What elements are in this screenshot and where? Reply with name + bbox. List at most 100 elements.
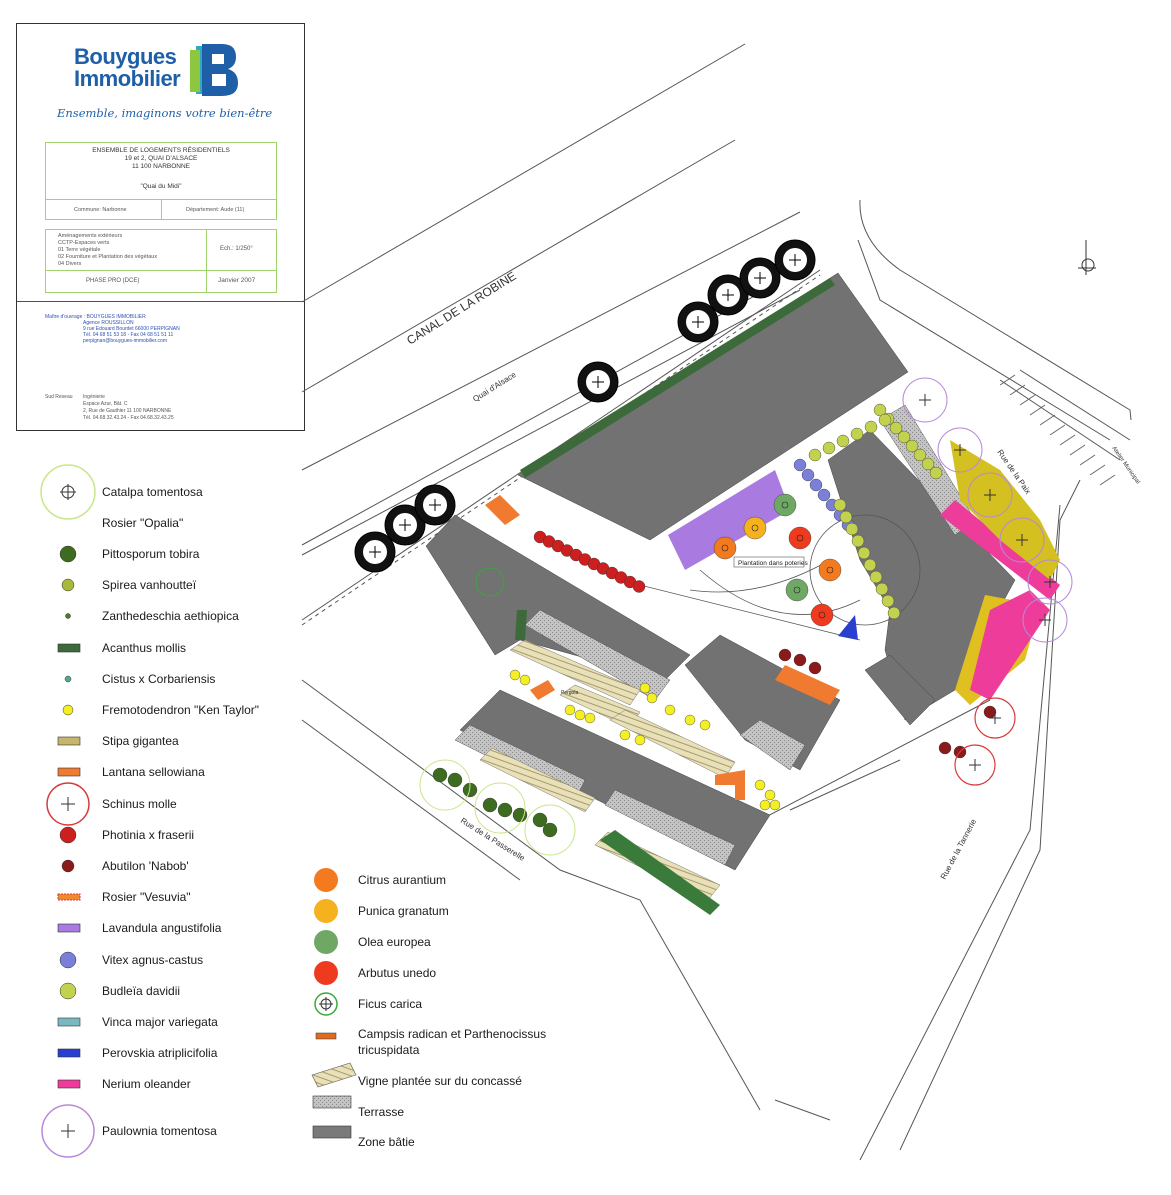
departement-field: Département: Aude (11) <box>186 207 245 213</box>
moa-line: Agence ROUSSILLON <box>83 320 134 326</box>
blue-violet-dot-icon <box>59 951 77 969</box>
legend-item-lavandula: Lavandula angustifolia <box>102 921 222 935</box>
scope-line: 02 Fourniture et Plantation des végétaux <box>58 254 158 260</box>
legend-item-nerium: Nerium oleander <box>102 1077 191 1091</box>
catalpa-canopy <box>474 782 526 834</box>
moa-line: Tél. 04 68 51 53 18 - Fax 04 68 51 51 11 <box>83 332 174 338</box>
budleia-shrub <box>905 439 919 453</box>
legend-item-fremotodendron: Fremotodendron "Ken Taylor" <box>102 703 260 717</box>
olive-dot-icon <box>61 578 75 592</box>
budleia-shrub <box>857 546 871 560</box>
north-arrow-icon <box>1078 240 1096 275</box>
legend-symbols <box>40 464 357 1158</box>
yellow-green-dot-icon <box>59 982 77 1000</box>
quai-label: Quai d'Alsace <box>471 370 518 404</box>
schinus-tree <box>974 697 1016 739</box>
vitex-shrub <box>793 458 807 472</box>
potted-tree <box>788 526 812 550</box>
pittosporum-shrub <box>497 802 513 818</box>
legend-item-schinus: Schinus molle <box>102 797 177 811</box>
scope-line: CCTP-Espaces verts <box>58 240 110 246</box>
fremotodendron-shrub <box>769 799 781 811</box>
pittosporum-shrub <box>432 767 448 783</box>
perovskia-bed <box>838 615 858 640</box>
blue-bar-icon <box>57 1048 81 1058</box>
fremotodendron-shrub <box>634 734 646 746</box>
date-field: Janvier 2007 <box>218 277 256 284</box>
vitex-shrub <box>817 488 831 502</box>
atelier-label: Atelier Municipal <box>1110 446 1140 486</box>
red-circle-icon <box>314 961 338 985</box>
abutilon-shrub <box>938 741 952 755</box>
project-name: "Quai du Midi" <box>140 183 182 190</box>
be-label: Sud Reseau <box>45 394 73 400</box>
fremotodendron-shrub <box>564 704 576 716</box>
fremotodendron-shrub <box>684 714 696 726</box>
budleia-shrub <box>808 448 822 462</box>
budleia-shrub <box>863 558 877 572</box>
budleia-shrub <box>897 430 911 444</box>
fremotodendron-shrub <box>574 709 586 721</box>
pittosporum-shrub <box>542 822 558 838</box>
abutilon-shrub <box>983 705 997 719</box>
scope-box: Aménagements extérieurs CCTP-Espaces ver… <box>45 229 277 293</box>
pittosporum-shrub <box>532 812 548 828</box>
terrace-hatch-icon <box>312 1095 352 1109</box>
courtyard-paths <box>619 514 921 641</box>
tagline: Ensemble, imaginons votre bien-être <box>57 106 273 120</box>
legend-item-rosier-opalia: Rosier "Opalia" <box>102 516 184 530</box>
legend-item-vitex: Vitex agnus-castus <box>102 953 204 967</box>
legend-item-paulownia: Paulownia tomentosa <box>102 1124 217 1138</box>
dark-green-dot-icon <box>59 545 77 563</box>
project-line: 19 et 2, QUAI D'ALSACE <box>124 155 198 162</box>
scope-line: 01 Terre végétale <box>58 247 101 253</box>
potted-tree-center <box>826 566 834 574</box>
be-line: 2, Rue de Gauthier 11 100 NARBONNE <box>83 408 172 414</box>
abutilon-shrub <box>793 653 807 667</box>
catalpa-canopy <box>524 804 576 856</box>
legend-item-arbutus: Arbutus unedo <box>358 966 437 980</box>
photinia-shrub <box>632 580 646 593</box>
fremotodendron-shrub <box>639 682 651 694</box>
project-box: ENSEMBLE DE LOGEMENTS RÉSIDENTIELS 19 et… <box>45 142 277 220</box>
small-green-dot-icon <box>65 613 71 619</box>
legend-item-photinia: Photinia x fraserii <box>102 828 195 842</box>
budleia-shrub <box>875 582 889 596</box>
budleia-shrub <box>822 441 836 455</box>
title-block: Bouygues Immobilier Ensemble, imaginons … <box>16 23 305 431</box>
paulownia-tree <box>999 517 1045 563</box>
potted-tree <box>810 603 834 627</box>
budleia-shrub <box>864 420 878 434</box>
red-dot-icon <box>59 826 77 844</box>
teal-dot-icon <box>64 675 72 683</box>
fremotodendron-shrub <box>584 712 596 724</box>
ficus-tree <box>475 567 505 597</box>
commune-field: Commune: Narbonne <box>74 207 127 213</box>
logo-text-line2: Immobilier <box>74 66 181 91</box>
be-line: Tél. 04.68.32.43.24 - Fax 04.68.32.43.25 <box>83 415 174 421</box>
legend-item-catalpa: Catalpa tomentosa <box>102 485 203 499</box>
abutilon-shrub <box>808 661 822 675</box>
budleia-shrub <box>878 413 892 427</box>
schinus-icon <box>46 782 90 826</box>
ficus-icon <box>314 992 338 1016</box>
pergola-label: Pergola <box>561 690 578 696</box>
scale-field: Ech.: 1/250° <box>220 246 253 252</box>
moa-line: perpignan@bouygues-immobilier.com <box>83 338 168 344</box>
paulownia-tree <box>937 427 983 473</box>
potted-tree <box>713 536 737 560</box>
legend-item-perovskia: Perovskia atriplicifolia <box>102 1046 218 1060</box>
budleia-shrub <box>833 498 847 512</box>
schinus-tree <box>954 744 996 786</box>
orange-dashed-bar-icon <box>57 893 81 901</box>
potted-tree-center <box>796 534 804 542</box>
campsis-bar-icon <box>315 1032 337 1040</box>
moa-line: 9 rue Edouard Bourdet 66000 PERPIGNAN <box>83 326 180 332</box>
legend-item-spirea: Spirea vanhoutteï <box>102 578 197 592</box>
orange-bar-icon <box>57 767 81 777</box>
legend-item-vinca: Vinca major variegata <box>102 1015 218 1029</box>
building-center <box>684 634 841 771</box>
moa-line: Maître d'ouvrage : BOUYGUES IMMOBILIER <box>45 314 146 320</box>
phase-field: PHASE PRO (DCE) <box>86 278 140 284</box>
canal-label: CANAL DE LA ROBINE <box>404 269 518 348</box>
